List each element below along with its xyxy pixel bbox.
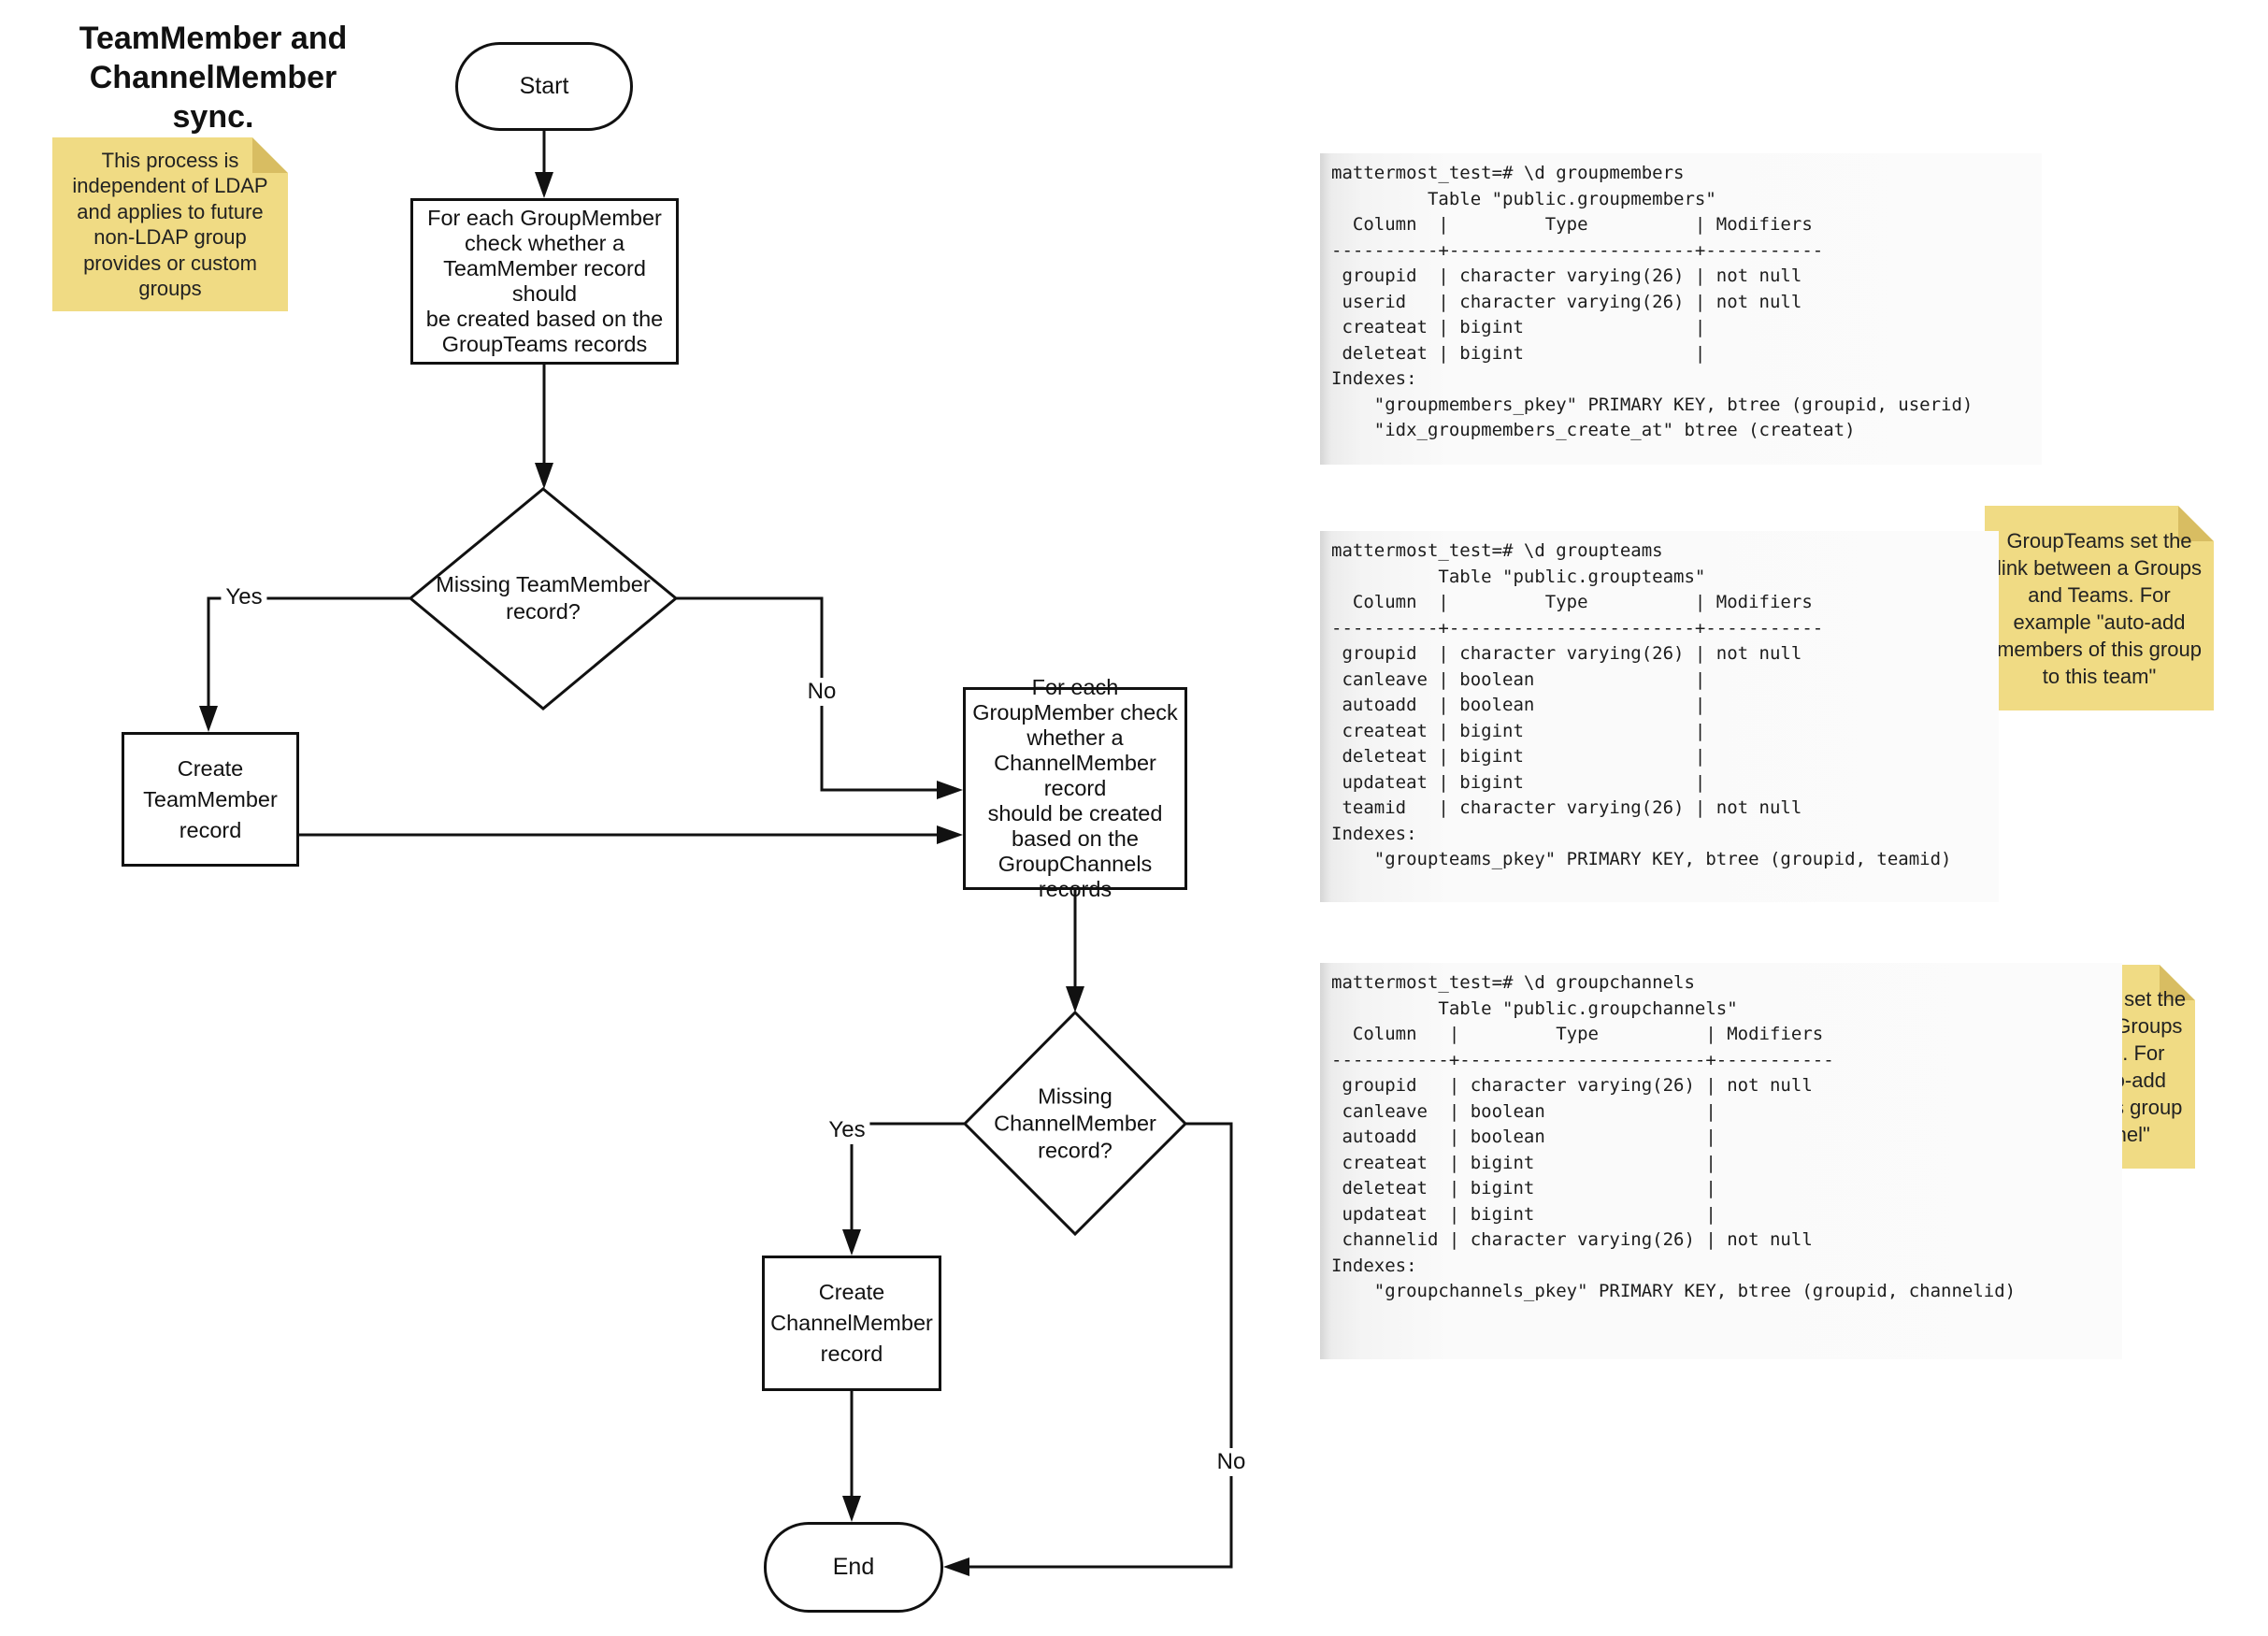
edge-label-channel-no: No [1212,1448,1251,1476]
arrowhead [535,463,553,489]
arrowhead [937,825,963,844]
edge-label-team-no: No [802,678,841,706]
process-channel-node: For each GroupMember check whether a Cha… [963,675,1187,901]
end-node: End [764,1522,943,1613]
decision-channel-label: Missing ChannelMember record? [994,1083,1156,1163]
start-node: Start [455,42,633,131]
terminal-text: mattermost_test=# \d groupteams Table "p… [1331,540,1952,869]
connector-decision-channel-no [947,1122,1233,1569]
decision-team-shape [408,487,679,710]
terminal-output-groupmembers: mattermost_test=# \d groupmembers Table … [1320,153,2042,465]
connector-decision-team-yes [207,596,410,728]
arrowhead [943,1557,969,1576]
create-team-node: Create TeamMember record [122,732,299,867]
sticky-note-groupteams: GroupTeams set the link between a Groups… [1985,506,2214,710]
terminal-text: mattermost_test=# \d groupchannels Table… [1331,972,2017,1301]
terminal-output-groupteams: mattermost_test=# \d groupteams Table "p… [1320,531,1999,902]
terminal-output-groupchannels: mattermost_test=# \d groupchannels Table… [1320,963,2122,1359]
decision-team-label: Missing TeamMember record? [436,572,651,624]
arrowhead [937,781,963,799]
note-text: This process is independent of LDAP and … [72,148,268,300]
decision-channel-shape [962,1010,1188,1237]
process-team-node: For each GroupMember check whether a Tea… [410,198,679,365]
arrowhead [842,1496,861,1522]
edge-label-team-yes: Yes [221,583,267,611]
arrowhead [199,706,218,732]
note-text: GroupTeams set the link between a Groups… [1997,528,2202,688]
arrowhead [535,172,553,198]
edge-label-channel-yes: Yes [824,1116,870,1144]
terminal-text: mattermost_test=# \d groupmembers Table … [1331,163,1974,440]
arrowhead [1066,986,1084,1012]
create-channel-node: Create ChannelMember record [762,1256,941,1391]
sticky-note-ldap: This process is independent of LDAP and … [52,137,288,311]
page-title: TeamMember and ChannelMember sync. [79,21,348,135]
arrowhead [842,1229,861,1256]
